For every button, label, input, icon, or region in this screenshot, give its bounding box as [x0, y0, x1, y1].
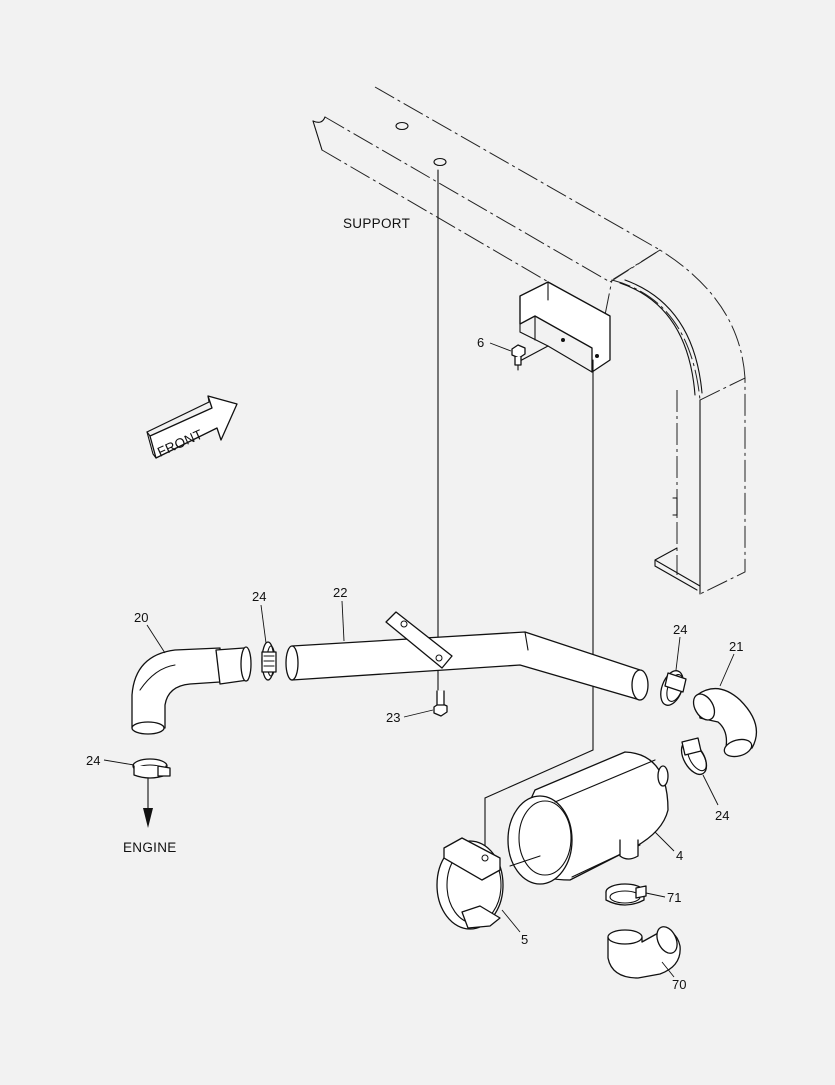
elbow-hose-20: [131, 646, 252, 735]
callout-24-b: 24: [673, 622, 687, 637]
support-label: SUPPORT: [343, 216, 410, 231]
callout-20: 20: [134, 610, 148, 625]
callout-6: 6: [477, 335, 484, 350]
band-clamp-5: [436, 837, 504, 930]
callout-70: 70: [672, 977, 686, 992]
air-cleaner-4: [507, 751, 669, 885]
leader-lines: [103, 342, 735, 978]
hose-clamp-24-a: [261, 641, 277, 681]
bolt-6: [511, 344, 526, 366]
callout-24-a: 24: [252, 589, 266, 604]
callout-4: 4: [676, 848, 683, 863]
callout-22: 22: [333, 585, 347, 600]
assembly-lines: [143, 169, 594, 856]
hose-clamp-24-b: [660, 670, 687, 706]
hose-clamp-24-c: [680, 737, 708, 776]
elbow-hose-21: [692, 688, 758, 758]
callout-71: 71: [667, 890, 681, 905]
support-frame: [312, 86, 746, 595]
callout-23: 23: [386, 710, 400, 725]
elbow-hose-70: [607, 926, 681, 979]
engine-arrow-icon: [143, 808, 153, 828]
hose-clamp-71: [605, 883, 647, 906]
callout-5: 5: [521, 932, 528, 947]
hose-clamp-24-d: [132, 758, 171, 779]
callout-24-c: 24: [86, 753, 100, 768]
pipe-22: [285, 611, 649, 701]
callout-21: 21: [729, 639, 743, 654]
bolt-23: [433, 690, 448, 717]
callout-24-d: 24: [715, 808, 729, 823]
engine-label: ENGINE: [123, 840, 177, 855]
front-arrow: FRONT: [146, 395, 238, 460]
